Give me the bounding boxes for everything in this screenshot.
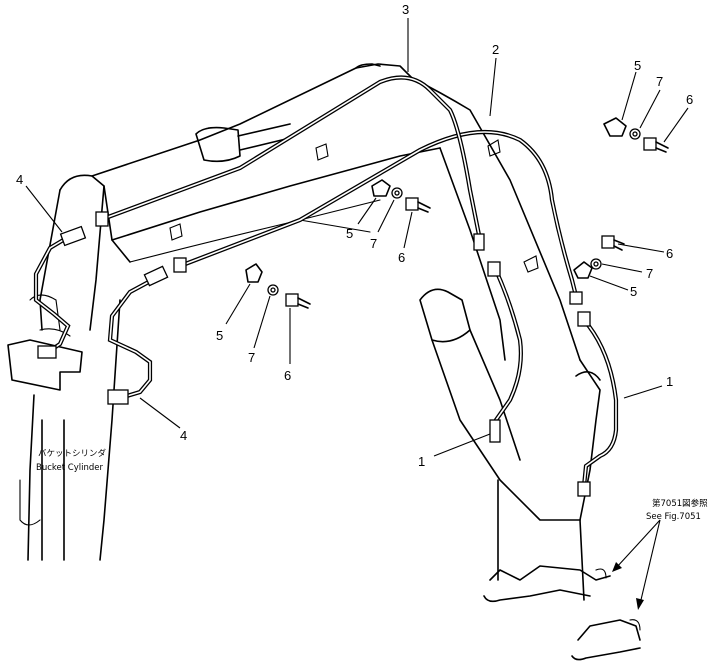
callout-hose-1-lower: 1 (418, 454, 425, 469)
callout-clip-5-left: 5 (216, 328, 223, 343)
hose-2 (173, 129, 583, 305)
hose-1 (487, 261, 619, 497)
callout-bolt-6-mid: 6 (398, 250, 405, 265)
callout-washer-7-mid: 7 (370, 236, 377, 251)
callout-washer-7-right: 7 (646, 266, 653, 281)
bucket-cylinder-label-en: Bucket Cylinder (36, 463, 103, 473)
hose-3 (95, 75, 485, 251)
callout-bolt-6-tr: 6 (686, 92, 693, 107)
washer-7-left (267, 284, 279, 296)
callout-bolt-6-right: 6 (666, 246, 673, 261)
callout-clip-5-mid: 5 (346, 226, 353, 241)
callout-hose-3: 3 (402, 2, 409, 17)
washer-7-top-right (629, 128, 641, 140)
clip-5-top-right (603, 117, 627, 137)
see-fig-label-en: See Fig.7051 (646, 512, 701, 522)
clip-5-left (245, 263, 263, 283)
hose-4 (33, 225, 169, 405)
callout-clip-5-right: 5 (630, 284, 637, 299)
bolt-6-top-right (643, 137, 669, 153)
bolt-6-left (285, 293, 311, 309)
callout-numbers: 3 2 4 4 1 1 5 7 6 5 7 6 5 7 6 6 7 5 (16, 2, 693, 469)
callout-clip-5-tr: 5 (634, 58, 641, 73)
clip-5-mid (371, 179, 391, 197)
clip-5-right (573, 261, 593, 279)
boom-fittings (169, 139, 539, 273)
annotation-labels: バケットシリンダ Bucket Cylinder 第7051図参照 See Fi… (36, 448, 708, 522)
callout-bolt-6-left: 6 (284, 368, 291, 383)
callout-washer-7-left: 7 (248, 350, 255, 365)
callout-hose-4-upper: 4 (16, 172, 23, 187)
see-fig-label-jp: 第7051図参照 (652, 498, 708, 509)
washer-7-right (590, 258, 602, 270)
bucket-cylinder-label-jp: バケットシリンダ (38, 448, 107, 459)
callout-washer-7-tr: 7 (656, 74, 663, 89)
callout-hose-4-lower: 4 (180, 428, 187, 443)
boom-foot-structure (419, 288, 641, 661)
bolt-6-mid (405, 197, 431, 213)
callout-hose-2: 2 (492, 42, 499, 57)
leader-lines (25, 18, 689, 610)
callout-hose-1-upper: 1 (666, 374, 673, 389)
washer-7-mid (391, 187, 403, 199)
bolt-6-right (601, 235, 625, 251)
